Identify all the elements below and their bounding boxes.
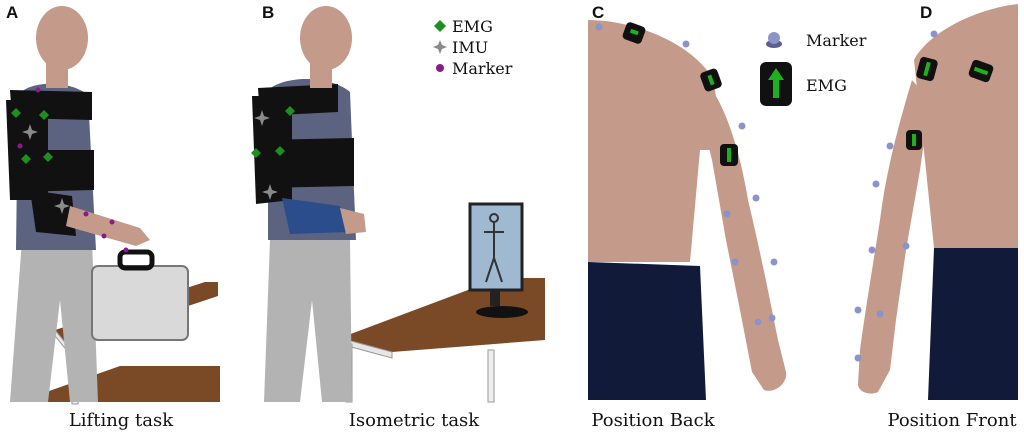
panel-label-d: D: [920, 3, 932, 22]
marker-sphere-icon: [682, 40, 690, 48]
caption-a: Lifting task: [69, 410, 174, 431]
green-diamond-icon: [434, 20, 446, 32]
imu-sensor-icon: [54, 198, 70, 214]
imu-sensor-icon: [254, 110, 270, 126]
marker-dot-icon: [17, 143, 23, 149]
emg-sensor-icon: [285, 106, 295, 116]
legend-label: Marker: [452, 59, 513, 78]
marker-dot-icon: [83, 211, 89, 217]
panel-d: D Position Front: [854, 3, 1018, 431]
marker-sphere-icon: [768, 314, 776, 322]
monitor-stand: [490, 290, 500, 306]
marker-sphere-icon: [738, 122, 746, 130]
emg-sensor-icon: [275, 146, 285, 156]
marker-sphere-icon: [595, 23, 603, 31]
head: [36, 6, 88, 70]
marker-sphere-icon: [854, 306, 862, 314]
marker-sphere-icon: [886, 142, 894, 150]
marker-spheres: [595, 23, 778, 326]
briefcase: [91, 265, 189, 341]
legend-sensors: EMG IMU Marker: [433, 17, 513, 78]
person-legs: [264, 240, 352, 402]
caption-d: Position Front: [887, 410, 1017, 431]
emg-sensor-icon: [700, 68, 722, 92]
imu-sensor-icon: [22, 124, 38, 140]
panel-a: A Lifting task: [6, 3, 220, 431]
panel-label-b: B: [262, 3, 274, 22]
marker-spheres: [854, 30, 938, 362]
monitor: [468, 202, 524, 292]
legend-sensors-cd: Marker EMG: [760, 31, 867, 106]
marker-sphere-icon: [854, 354, 862, 362]
caption-c: Position Back: [591, 410, 715, 431]
marker-sphere-icon: [868, 246, 876, 254]
panel-label-a: A: [6, 3, 18, 22]
marker-sphere-icon: [872, 180, 880, 188]
panel-label-c: C: [592, 3, 604, 22]
marker-sphere-icon: [752, 194, 760, 202]
legend-label: EMG: [452, 17, 493, 36]
table-leg: [487, 349, 495, 403]
marker-sphere-icon: [754, 318, 762, 326]
marker-dot-icon: [109, 219, 115, 225]
briefcase-handle: [117, 249, 155, 271]
legend-label: EMG: [806, 76, 847, 95]
emg-sensor-icon: [916, 56, 938, 82]
person-legs: [10, 240, 98, 402]
skeleton-icon: [484, 213, 504, 283]
grey-star-icon: [433, 40, 447, 54]
marker-sphere-icon: [930, 30, 938, 38]
caption-b: Isometric task: [349, 410, 481, 431]
blue-marker-sphere-icon: [766, 32, 782, 48]
legend-label: IMU: [452, 38, 488, 57]
purple-dot-icon: [436, 64, 444, 72]
back-torso: [588, 20, 722, 262]
imu-sensor-icon: [262, 184, 278, 200]
back-pants: [588, 262, 706, 400]
marker-sphere-icon: [723, 210, 731, 218]
back-arm: [690, 70, 787, 391]
emg-sensor-icon: [968, 59, 994, 83]
head: [300, 6, 352, 70]
monitor-base: [476, 306, 528, 318]
emg-sensor-icon: [21, 154, 31, 164]
emg-sensor-icon: [622, 22, 646, 44]
emg-sensor-icon: [11, 108, 21, 118]
emg-sensor-icon: [720, 144, 738, 166]
front-torso: [914, 4, 1018, 248]
marker-sphere-icon: [731, 258, 739, 266]
emg-sensor-arrow-icon: [760, 62, 792, 106]
emg-sensor-icon: [39, 110, 49, 120]
exosuit-forearm: [30, 190, 76, 236]
floor-table: [18, 366, 220, 402]
marker-sphere-icon: [770, 258, 778, 266]
arm-orthosis: [282, 198, 348, 234]
emg-sensor-icon: [906, 130, 922, 150]
panel-c: Marker EMG C Position Back: [588, 3, 867, 431]
emg-sensor-icon: [251, 148, 261, 158]
marker-dot-icon: [101, 233, 107, 239]
marker-dot-icon: [35, 87, 41, 93]
marker-dot-icon: [123, 247, 129, 253]
marker-sphere-icon: [876, 310, 884, 318]
panel-b: EMG IMU Marker B Isometric task: [251, 3, 545, 431]
hand: [340, 208, 366, 234]
emg-sensor-icon: [43, 152, 53, 162]
exosuit-upper-arm: [6, 100, 48, 200]
legend-label: Marker: [806, 31, 867, 50]
front-pants: [928, 248, 1018, 400]
marker-sphere-icon: [902, 242, 910, 250]
front-arm: [858, 80, 930, 394]
